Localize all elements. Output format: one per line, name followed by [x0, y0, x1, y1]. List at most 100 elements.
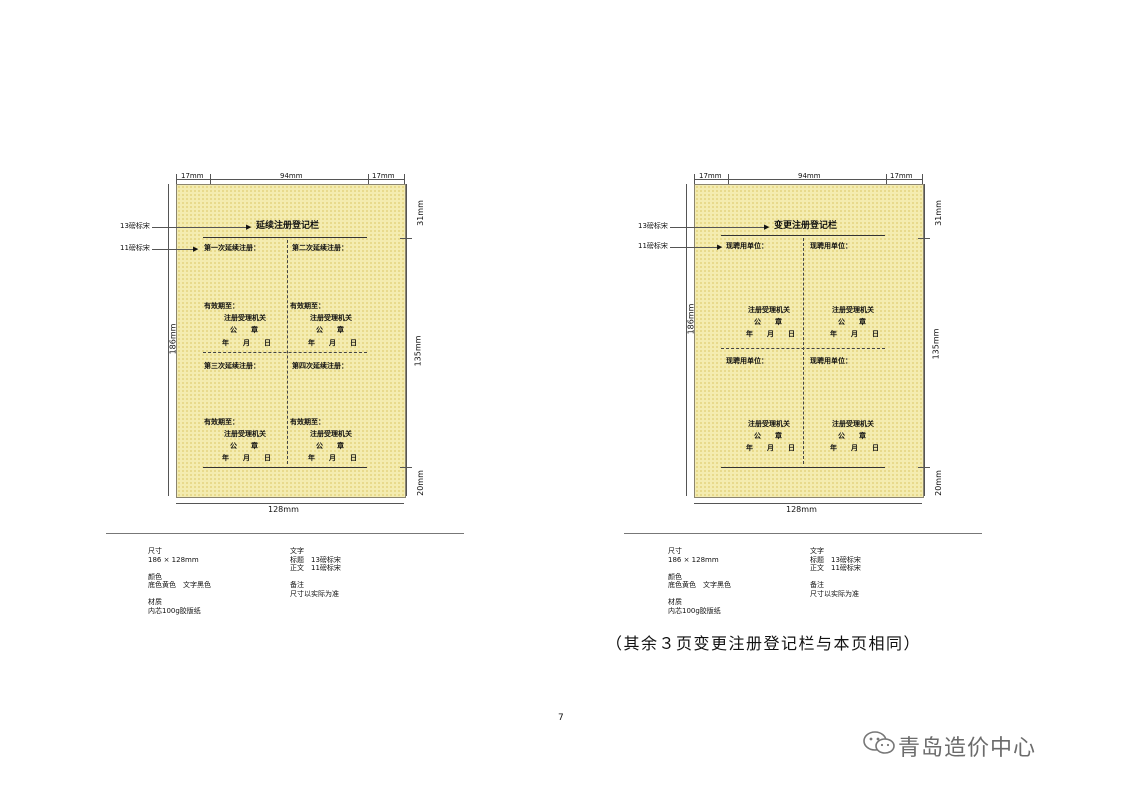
arrow-line — [152, 249, 196, 250]
cell-authority: 注册受理机关 — [748, 306, 790, 314]
pointer-title-label: 13磅标宋 — [120, 222, 150, 230]
cell-seal: 公 章 — [754, 432, 782, 440]
cell-authority: 注册受理机关 — [310, 314, 352, 322]
dim-tick — [918, 238, 930, 239]
cell-seal: 公 章 — [316, 442, 344, 450]
cell-date: 年 月 日 — [222, 454, 271, 462]
cell-heading: 第一次延续注册： — [204, 244, 260, 252]
cell-heading: 第四次延续注册： — [292, 362, 348, 370]
cell-validity: 有效期至： — [290, 302, 325, 310]
cell-date: 年 月 日 — [830, 330, 879, 338]
dim-right-mid: 135mm — [931, 328, 941, 360]
dim-left: 186mm — [686, 303, 696, 335]
dim-line-left — [686, 184, 687, 496]
cell-seal: 公 章 — [230, 442, 258, 450]
dim-line-bottom — [694, 503, 922, 504]
spec-separator — [624, 533, 982, 534]
cell-authority: 注册受理机关 — [748, 420, 790, 428]
dim-line-right — [406, 184, 407, 496]
cell-heading: 现聘用单位： — [726, 242, 768, 250]
dim-tick — [922, 174, 923, 184]
cell-heading: 第二次延续注册： — [292, 244, 348, 252]
dim-top-mid: 94mm — [798, 172, 821, 180]
dim-tick — [694, 174, 695, 184]
form-bottom-rule — [203, 467, 367, 468]
dim-tick — [918, 467, 930, 468]
form-top-rule — [203, 237, 367, 238]
cell-heading: 现聘用单位： — [810, 242, 852, 250]
dim-tick — [400, 467, 412, 468]
wechat-icon — [862, 730, 896, 756]
dim-top-left: 17mm — [181, 172, 204, 180]
dim-tick — [368, 174, 369, 184]
cell-date: 年 月 日 — [746, 330, 795, 338]
dim-line-bottom — [176, 503, 404, 504]
cell-authority: 注册受理机关 — [224, 430, 266, 438]
dim-tick — [886, 174, 887, 184]
pointer-title-label: 13磅标宋 — [638, 222, 668, 230]
dim-right-top: 31mm — [933, 200, 943, 226]
cell-date: 年 月 日 — [222, 339, 271, 347]
dim-top-right: 17mm — [890, 172, 913, 180]
spec-separator — [106, 533, 464, 534]
cell-heading: 第三次延续注册： — [204, 362, 260, 370]
dim-right-mid: 135mm — [413, 335, 423, 367]
cell-authority: 注册受理机关 — [224, 314, 266, 322]
dim-top-right: 17mm — [372, 172, 395, 180]
arrow-right-icon: ▶ — [246, 223, 252, 231]
cell-seal: 公 章 — [838, 318, 866, 326]
cell-seal: 公 章 — [754, 318, 782, 326]
cell-date: 年 月 日 — [830, 444, 879, 452]
dim-tick — [210, 174, 211, 184]
paper-yellow — [176, 184, 406, 498]
pointer-body-label: 11磅标宋 — [638, 242, 668, 250]
dim-left: 186mm — [168, 323, 178, 355]
cell-validity: 有效期至： — [290, 418, 325, 426]
dim-right-bottom: 20mm — [415, 470, 425, 496]
spec-left: 尺寸 186 × 128mm 颜色 底色黄色 文字黑色 材质 内芯100g胶版纸 — [668, 547, 731, 615]
arrow-line — [670, 247, 720, 248]
spec-right: 文字 标题 13磅标宋 正文 11磅标宋 备注 尺寸以实际为准 — [290, 547, 341, 598]
watermark-text: 青岛造价中心 — [898, 736, 1037, 761]
form-title: 延续注册登记栏 — [256, 221, 320, 231]
registration-sheet-change: 17mm 94mm 17mm 186mm 31mm 135mm 20mm 128… — [618, 165, 988, 620]
cell-validity: 有效期至： — [204, 418, 239, 426]
dim-line-left — [168, 184, 169, 496]
dim-tick — [400, 238, 412, 239]
form-title: 变更注册登记栏 — [774, 221, 838, 231]
dim-bottom: 128mm — [268, 505, 299, 514]
cell-seal: 公 章 — [838, 432, 866, 440]
arrow-right-icon: ▶ — [717, 243, 723, 251]
form-divider-horizontal — [203, 352, 367, 353]
arrow-right-icon: ▶ — [193, 245, 199, 253]
dim-top-mid: 94mm — [280, 172, 303, 180]
pointer-body-label: 11磅标宋 — [120, 244, 150, 252]
arrow-line — [152, 227, 250, 228]
form-divider-vertical — [803, 238, 804, 464]
cell-authority: 注册受理机关 — [832, 306, 874, 314]
cell-heading: 现聘用单位： — [810, 357, 852, 365]
dim-right-top: 31mm — [415, 200, 425, 226]
cell-date: 年 月 日 — [308, 339, 357, 347]
remaining-pages-note: （其余３页变更注册登记栏与本页相同） — [606, 634, 922, 653]
arrow-line — [670, 227, 768, 228]
spec-right: 文字 标题 13磅标宋 正文 11磅标宋 备注 尺寸以实际为准 — [810, 547, 861, 598]
registration-sheet-renewal: 17mm 94mm 17mm 186mm 31mm 135mm 20mm 128… — [100, 165, 470, 620]
spec-left: 尺寸 186 × 128mm 颜色 底色黄色 文字黑色 材质 内芯100g胶版纸 — [148, 547, 211, 615]
dim-tick — [176, 174, 177, 184]
dim-tick — [728, 174, 729, 184]
dim-right-bottom: 20mm — [933, 470, 943, 496]
cell-authority: 注册受理机关 — [310, 430, 352, 438]
cell-authority: 注册受理机关 — [832, 420, 874, 428]
dim-top-left: 17mm — [699, 172, 722, 180]
cell-date: 年 月 日 — [746, 444, 795, 452]
paper-yellow — [694, 184, 924, 498]
dim-line-top — [176, 179, 404, 180]
cell-seal: 公 章 — [230, 326, 258, 334]
cell-seal: 公 章 — [316, 326, 344, 334]
cell-date: 年 月 日 — [308, 454, 357, 462]
page-number: 7 — [558, 713, 564, 723]
cell-validity: 有效期至： — [204, 302, 239, 310]
form-bottom-rule — [721, 467, 885, 468]
cell-heading: 现聘用单位： — [726, 357, 768, 365]
